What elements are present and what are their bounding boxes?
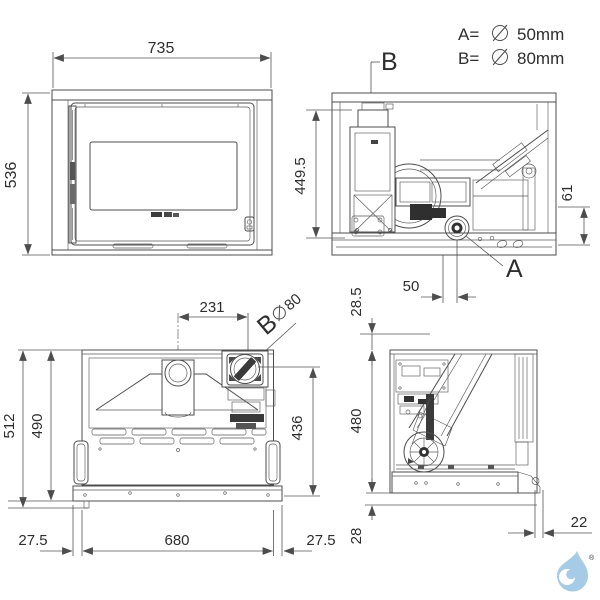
dim-side-base-gap: 28 <box>348 478 376 545</box>
door-handle <box>68 105 77 244</box>
dim-side-height: 480 <box>348 350 392 494</box>
auger-motor-assembly <box>397 393 439 445</box>
rear-base <box>72 485 283 509</box>
side-height-label: 480 <box>348 408 365 433</box>
front-width-label: 735 <box>148 40 175 57</box>
control-board <box>395 359 449 393</box>
front-body <box>51 89 273 256</box>
outlet-offset-label: 50 <box>403 278 420 295</box>
door-glass <box>89 141 238 211</box>
convection-funnel <box>95 359 259 418</box>
legend-b-value: 80mm <box>517 49 564 68</box>
front-height-label: 536 <box>3 162 20 189</box>
dim-rear-bottom: 27.5 680 27.5 <box>18 505 336 556</box>
dim-side-top-gap: 28.5 <box>348 287 430 366</box>
legend-b-label: B= <box>458 49 479 68</box>
dim-section-height: 449.5 <box>292 109 352 239</box>
dim-side-rear-gap: 22 <box>508 490 592 538</box>
dim-flue-offset: 231 <box>178 299 248 321</box>
side-base <box>391 464 519 494</box>
rear-bracket <box>517 471 541 494</box>
heat-exchanger <box>349 102 396 233</box>
section-base <box>332 232 556 248</box>
rear-offset-right-label: 27.5 <box>306 532 335 549</box>
section-view: B <box>292 48 590 303</box>
exhaust-outlet-a <box>444 215 470 241</box>
registered-mark: ® <box>589 554 595 562</box>
diameter-icon <box>492 24 508 42</box>
vent-grille <box>91 428 267 445</box>
leader-a <box>465 235 504 267</box>
flue-height-label: 436 <box>289 415 306 440</box>
rear-view: 231 B 80 <box>1 290 336 556</box>
front-view: 735 536 <box>3 40 273 256</box>
dim-rear-heights: 512 490 <box>1 349 88 509</box>
left-pillar <box>73 440 89 485</box>
section-label-b: B <box>381 48 398 76</box>
pellet-hopper <box>475 104 549 190</box>
door-latch <box>244 216 255 232</box>
dim-outlet-offset: 50 <box>403 240 476 303</box>
combustion-fan <box>403 431 445 473</box>
dim-flue-height: 436 <box>258 366 320 497</box>
dim-front-height: 536 <box>3 92 50 256</box>
legend-a-value: 50mm <box>517 25 564 44</box>
legend-a-label: A= <box>458 25 479 44</box>
section-height-label: 449.5 <box>292 157 309 195</box>
rear-channel <box>514 353 534 466</box>
dim-outlet-height: 61 <box>558 185 590 246</box>
side-body <box>365 349 541 506</box>
rear-height-overall-label: 512 <box>1 413 18 438</box>
dim-front-width: 735 <box>52 40 272 88</box>
rear-offset-left-label: 27.5 <box>18 532 47 549</box>
legend: A= 50mm B= 80mm <box>458 24 564 68</box>
side-view: 28.5 480 28 22 <box>348 287 592 544</box>
side-base-gap-label: 28 <box>348 528 365 545</box>
section-label-a: A <box>506 255 523 283</box>
watermark-logo: ® <box>557 551 595 592</box>
diameter-icon <box>492 48 508 66</box>
right-pillar <box>265 440 281 485</box>
flue-fan-b <box>221 350 269 429</box>
rear-base-width-label: 680 <box>164 532 189 549</box>
rear-body <box>72 349 283 509</box>
outlet-height-label: 61 <box>559 185 576 202</box>
brand-logo-smudge <box>151 212 179 217</box>
burner-assembly <box>351 159 537 237</box>
diameter-icon <box>272 304 286 322</box>
rear-height-body-label: 490 <box>29 413 46 438</box>
rear-flue-letter: B <box>252 308 283 340</box>
pellet-chute <box>408 353 493 447</box>
section-body: A <box>331 92 557 283</box>
flue-offset-label: 231 <box>199 299 224 316</box>
side-top-gap-label: 28.5 <box>348 287 365 316</box>
side-rear-gap-label: 22 <box>571 514 588 531</box>
